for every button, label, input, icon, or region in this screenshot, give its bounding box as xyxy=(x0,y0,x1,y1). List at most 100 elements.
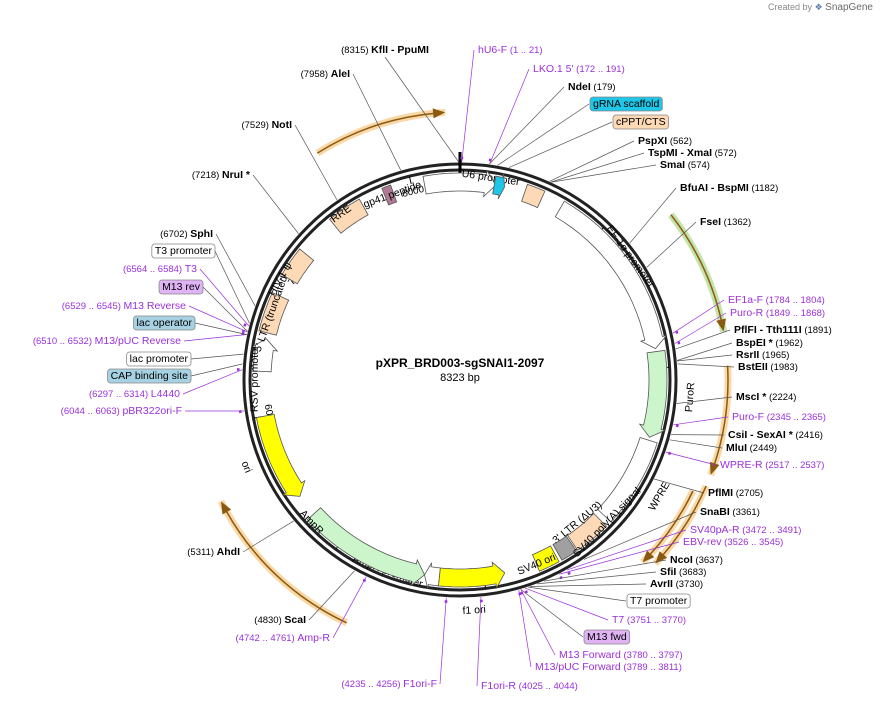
label-cap[interactable]: CAP binding site xyxy=(107,368,192,384)
label-alei[interactable]: (7958) AleI xyxy=(301,68,350,80)
label-snabi[interactable]: SnaBI (3361) xyxy=(700,506,760,518)
leader-line xyxy=(566,529,687,571)
leader-line xyxy=(332,576,367,639)
label-l4440[interactable]: (6297 .. 6314) L4440 xyxy=(89,388,180,400)
label-pflmi[interactable]: PflMI (2705) xyxy=(708,487,763,499)
leader-line xyxy=(508,121,613,168)
label-t3[interactable]: (6564 .. 6584) T3 xyxy=(123,263,197,275)
enzyme-position: (2449) xyxy=(747,443,777,454)
svg-text:Puro-R (1849 .. 1868): Puro-R (1849 .. 1868) xyxy=(730,307,825,319)
leader-line xyxy=(190,363,243,377)
label-lacop[interactable]: lac operator xyxy=(133,315,196,331)
label-pbr322[interactable]: (6044 .. 6063) pBR322ori-F xyxy=(61,405,182,417)
label-lacprom[interactable]: lac promoter xyxy=(126,351,192,367)
primer-range: (1784 .. 1804) xyxy=(763,295,825,306)
svg-text:RsrII (1965): RsrII (1965) xyxy=(736,349,789,361)
feature-sv40ori xyxy=(531,545,560,572)
label-pfli[interactable]: PflFI - Tth111I (1891) xyxy=(734,324,832,336)
label-smai[interactable]: SmaI (574) xyxy=(660,159,710,171)
primer-name: F1ori-R xyxy=(481,680,516,692)
orf-arc xyxy=(648,490,694,556)
label-f1orir[interactable]: F1ori-R (4025 .. 4044) xyxy=(481,680,578,692)
primer-name: M13 Forward xyxy=(559,649,621,661)
enzyme-position: (179) xyxy=(591,82,616,93)
orf-halo xyxy=(668,212,728,333)
label-rsrii[interactable]: RsrII (1965) xyxy=(736,349,789,361)
label-ncoi[interactable]: NcoI (3637) xyxy=(670,554,723,566)
feature-wpre xyxy=(597,437,658,523)
enzyme-position: (574) xyxy=(685,160,710,171)
label-bsteii[interactable]: BstEII (1983) xyxy=(738,361,798,373)
label-t3prom[interactable]: T3 promoter xyxy=(151,243,216,259)
feature-box-name: lac operator xyxy=(137,317,193,329)
primer-range: (6529 .. 6545) xyxy=(62,301,124,312)
enzyme-position: (7958) xyxy=(301,69,331,80)
label-grna[interactable]: gRNA scaffold xyxy=(589,96,663,112)
enzyme-name: MluI xyxy=(726,442,747,454)
label-csii[interactable]: CsiI - SexAI * (2416) xyxy=(728,429,823,441)
svg-text:NcoI (3637): NcoI (3637) xyxy=(670,554,723,566)
label-m13pucrev[interactable]: (6510 .. 6532) M13/pUC Reverse xyxy=(33,335,181,347)
label-bfuai[interactable]: BfuAI - BspMI (1182) xyxy=(680,182,778,194)
label-m13rev[interactable]: (6529 .. 6545) M13 Reverse xyxy=(62,300,186,312)
primer-name: L4440 xyxy=(151,388,180,400)
label-t7prom[interactable]: T7 promoter xyxy=(626,593,691,609)
feature-amprp xyxy=(424,562,441,589)
leader-line xyxy=(676,396,733,404)
label-noti[interactable]: (7529) NotI xyxy=(241,119,292,131)
feature-cppt_f xyxy=(521,183,546,209)
label-puror1[interactable]: Puro-R (1849 .. 1868) xyxy=(730,307,825,319)
orf-arc xyxy=(713,365,729,466)
leader-line xyxy=(476,596,482,687)
feature-rre xyxy=(329,198,369,234)
label-nrui[interactable]: (7218) NruI * xyxy=(192,169,251,181)
leader-line xyxy=(518,589,532,668)
label-f1orif[interactable]: (4235 .. 4256) F1ori-F xyxy=(341,678,437,690)
label-pspxi[interactable]: PspXI (562) xyxy=(638,135,692,147)
enzyme-name: ScaI xyxy=(284,614,306,626)
label-mlui[interactable]: MluI (2449) xyxy=(726,442,777,454)
feature-grna_f xyxy=(492,173,505,200)
label-cppt[interactable]: cPPT/CTS xyxy=(612,114,669,130)
svg-text:MscI * (2224): MscI * (2224) xyxy=(736,391,796,403)
label-hu6f[interactable]: hU6-F (1 .. 21) xyxy=(478,44,543,56)
enzyme-position: (2416) xyxy=(793,430,823,441)
label-m13revbox[interactable]: M13 rev xyxy=(158,279,204,295)
feature-box xyxy=(626,593,691,609)
label-msci[interactable]: MscI * (2224) xyxy=(736,391,796,403)
leader-line xyxy=(202,286,248,332)
label-ndei[interactable]: NdeI (179) xyxy=(568,81,616,93)
svg-text:M13 Forward (3780 .. 3797): M13 Forward (3780 .. 3797) xyxy=(559,649,683,661)
label-sphi[interactable]: (6702) SphI xyxy=(160,228,213,240)
label-ebvrev[interactable]: EBV-rev (3526 .. 3545) xyxy=(683,536,783,548)
label-t7[interactable]: T7 (3751 .. 3770) xyxy=(612,614,686,626)
label-sv40par[interactable]: SV40pA-R (3472 .. 3491) xyxy=(690,524,801,536)
label-bspei[interactable]: BspEI * (1962) xyxy=(736,337,803,349)
label-tspmi[interactable]: TspMI - XmaI (572) xyxy=(648,147,737,159)
label-m13fwdbox[interactable]: M13 fwd xyxy=(583,629,631,645)
label-wprer[interactable]: WPRE-R (2517 .. 2537) xyxy=(720,459,824,471)
label-ahdi[interactable]: (5311) AhdI xyxy=(187,546,240,558)
label-avrii[interactable]: AvrII (3730) xyxy=(650,578,703,590)
leader-line xyxy=(551,152,645,183)
label-sfii[interactable]: SfiI (3683) xyxy=(660,566,706,578)
primer-range: (6510 .. 6532) xyxy=(33,336,95,347)
label-purof[interactable]: Puro-F (2345 .. 2365) xyxy=(732,411,826,423)
label-ef1af[interactable]: EF1a-F (1784 .. 1804) xyxy=(728,294,825,306)
label-m13fwd[interactable]: M13 Forward (3780 .. 3797) xyxy=(559,649,683,661)
label-scai[interactable]: (4830) ScaI xyxy=(254,614,306,626)
enzyme-position: (1182) xyxy=(749,183,778,194)
label-m13puc[interactable]: M13/pUC Forward (3789 .. 3811) xyxy=(535,661,682,673)
leader-line xyxy=(352,73,402,171)
label-kfli[interactable]: (8315) KflI - PpuMI xyxy=(341,44,429,56)
svg-text:SmaI (574): SmaI (574) xyxy=(660,159,710,171)
label-lko[interactable]: LKO.1 5' (172 .. 191) xyxy=(533,63,625,75)
label-fsei[interactable]: FseI (1362) xyxy=(700,216,751,228)
enzyme-name: NotI xyxy=(272,119,292,131)
feature-rsv xyxy=(250,338,279,373)
leader-line xyxy=(182,369,243,395)
primer-name: pBR322ori-F xyxy=(122,405,182,417)
label-ampr[interactable]: (4742 .. 4761) Amp-R xyxy=(236,632,331,644)
svg-text:T3 promoter: T3 promoter xyxy=(155,245,213,257)
leader-line xyxy=(551,164,657,183)
